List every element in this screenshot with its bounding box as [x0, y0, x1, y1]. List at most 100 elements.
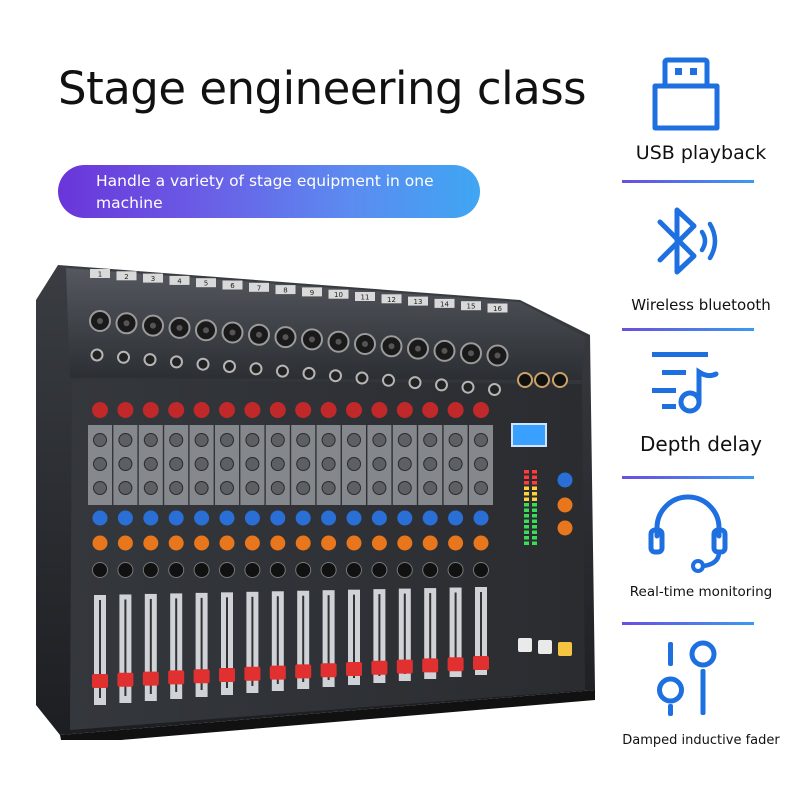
xlr-pin	[229, 329, 236, 336]
aux-knob	[143, 510, 159, 526]
eq-knob	[347, 481, 361, 495]
pan-knob	[396, 562, 413, 578]
gain-knob	[371, 402, 388, 418]
aux-knob	[244, 510, 260, 526]
level-meter-led	[524, 519, 529, 523]
channel-number-tab	[434, 298, 455, 308]
channel-number-tab	[143, 273, 163, 283]
eq-knob	[220, 457, 234, 471]
level-meter-led	[524, 492, 529, 496]
pan-knob	[295, 562, 312, 578]
pan-knob	[117, 562, 134, 578]
page-title: Stage engineering class	[58, 62, 587, 115]
fader-slot	[276, 596, 279, 684]
channel-number: 11	[361, 294, 370, 302]
line-input	[196, 357, 210, 371]
rca-output	[517, 372, 533, 388]
eq-knob	[93, 433, 107, 447]
xlr-pin	[362, 341, 368, 347]
eq-knob	[245, 481, 260, 495]
feature-label-usb: USB playback	[635, 142, 767, 164]
master-knob	[557, 497, 573, 513]
eq-knob	[118, 481, 133, 495]
eq-knob	[220, 433, 234, 447]
effect-knob	[168, 535, 184, 551]
eq-knob	[474, 481, 488, 495]
fader-cap	[168, 670, 185, 685]
xlr-pin	[335, 338, 342, 345]
eq-knob	[194, 433, 209, 447]
pan-knob	[269, 562, 286, 578]
channel-number-tab	[222, 280, 243, 290]
gain-knob	[117, 402, 134, 418]
fader-cap	[92, 674, 108, 688]
gain-knob	[295, 402, 312, 418]
fader-slot	[302, 595, 305, 682]
eq-knob	[143, 481, 158, 495]
eq-knob	[194, 481, 209, 495]
eq-knob	[270, 481, 285, 495]
line-input	[408, 376, 422, 390]
channel-number-tab	[275, 285, 296, 295]
channel-number-tab	[408, 296, 428, 306]
channel-number-tab	[487, 303, 508, 313]
tagline-banner: Handle a variety of stage equipment in o…	[58, 165, 480, 218]
feature-label-bluetooth: Wireless bluetooth	[631, 296, 771, 314]
eq-knob	[423, 433, 438, 447]
eq-knob	[448, 457, 463, 471]
fader-cap	[346, 662, 362, 676]
level-meter-led	[524, 497, 529, 501]
master-knob	[557, 472, 573, 488]
channel-number: 14	[440, 300, 449, 308]
eq-knob	[143, 457, 158, 471]
tagline-text: Handle a variety of stage equipment in o…	[96, 172, 434, 212]
channel-number: 9	[310, 289, 314, 297]
eq-knob	[423, 457, 438, 471]
fader-cap	[193, 669, 210, 684]
eq-knob	[347, 433, 361, 447]
master-fader-cap	[518, 638, 532, 652]
fader-cap	[447, 657, 464, 672]
eq-knob	[372, 457, 387, 471]
pan-knob	[320, 562, 337, 578]
fader-cap	[396, 659, 413, 674]
effect-knob	[219, 535, 235, 551]
effect-knob	[117, 535, 133, 551]
fader-slot	[124, 599, 127, 696]
fader-slot	[429, 593, 432, 672]
fader-cap	[142, 671, 159, 686]
gain-knob	[168, 402, 185, 418]
effect-knob	[371, 535, 387, 551]
line-input	[117, 350, 130, 364]
fader-cap	[117, 672, 134, 687]
feature-divider	[622, 180, 754, 183]
level-meter-led	[532, 492, 537, 496]
xlr-pin	[176, 324, 183, 331]
eq-knob	[448, 481, 463, 495]
line-input	[302, 366, 316, 380]
eq-knob	[321, 457, 336, 471]
fader-slot	[99, 600, 101, 698]
fader-slot	[480, 592, 482, 668]
aux-knob	[321, 510, 337, 526]
eq-knob	[321, 481, 336, 495]
pan-knob	[193, 562, 210, 578]
pan-knob	[92, 562, 108, 578]
feature-divider	[622, 476, 754, 479]
gain-knob	[422, 402, 439, 418]
channel-number: 3	[151, 275, 155, 283]
eq-knob	[423, 481, 438, 495]
level-meter-led	[524, 503, 529, 507]
effect-knob	[422, 535, 438, 551]
effect-knob	[244, 535, 260, 551]
level-meter-led	[532, 541, 537, 545]
eq-knob	[448, 433, 463, 447]
level-meter-led	[532, 530, 537, 534]
eq-knob	[296, 457, 311, 471]
fader-slot	[251, 596, 254, 686]
gain-knob	[219, 402, 235, 418]
fader-cap	[473, 656, 489, 670]
gain-knob	[473, 402, 489, 418]
line-input	[382, 373, 395, 387]
